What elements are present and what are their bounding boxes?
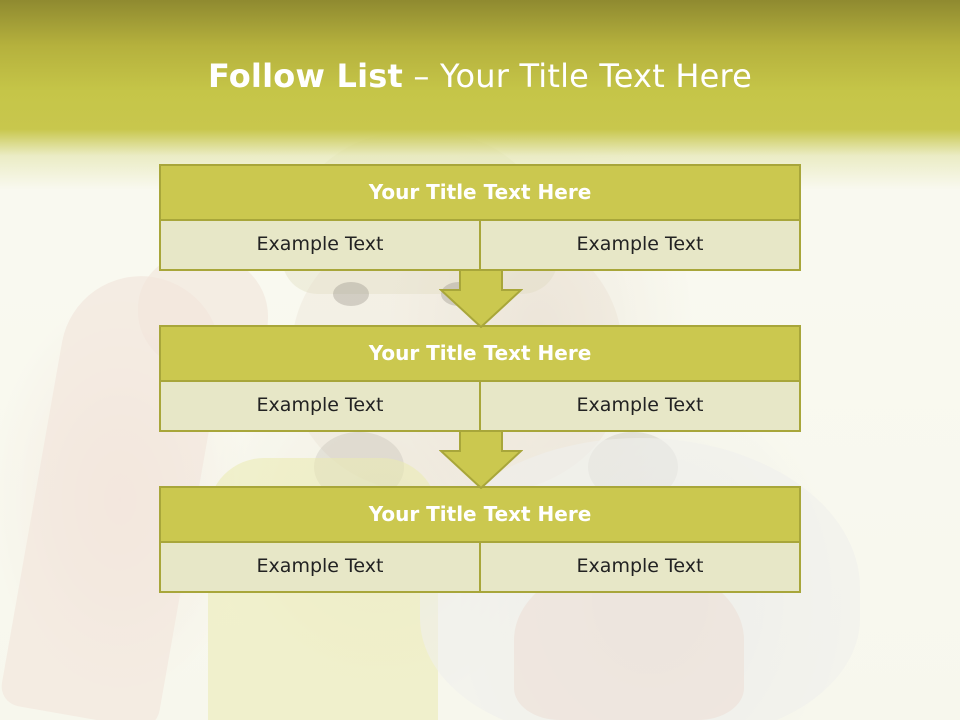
step-title-1: Your Title Text Here <box>161 166 799 221</box>
step-row-3: Example Text Example Text <box>161 543 799 591</box>
step-1-left-text: Example Text <box>161 221 481 269</box>
step-3-left-text: Example Text <box>161 543 481 591</box>
step-title-2: Your Title Text Here <box>161 327 799 382</box>
background-eye-left <box>333 282 369 306</box>
slide-title: Follow List – Your Title Text Here <box>0 54 960 98</box>
step-1-right-text: Example Text <box>481 221 799 269</box>
step-box-2: Your Title Text Here Example Text Exampl… <box>159 325 801 432</box>
step-2-left-text: Example Text <box>161 382 481 430</box>
step-row-2: Example Text Example Text <box>161 382 799 430</box>
step-2-right-text: Example Text <box>481 382 799 430</box>
step-3-right-text: Example Text <box>481 543 799 591</box>
down-arrow-icon <box>439 270 523 328</box>
slide-title-bold: Follow List <box>207 57 404 95</box>
header-band <box>0 0 960 190</box>
step-row-1: Example Text Example Text <box>161 221 799 269</box>
step-title-3: Your Title Text Here <box>161 488 799 543</box>
slide-title-rest: – Your Title Text Here <box>403 57 753 95</box>
down-arrow-icon <box>439 431 523 489</box>
step-box-1: Your Title Text Here Example Text Exampl… <box>159 164 801 271</box>
step-box-3: Your Title Text Here Example Text Exampl… <box>159 486 801 593</box>
